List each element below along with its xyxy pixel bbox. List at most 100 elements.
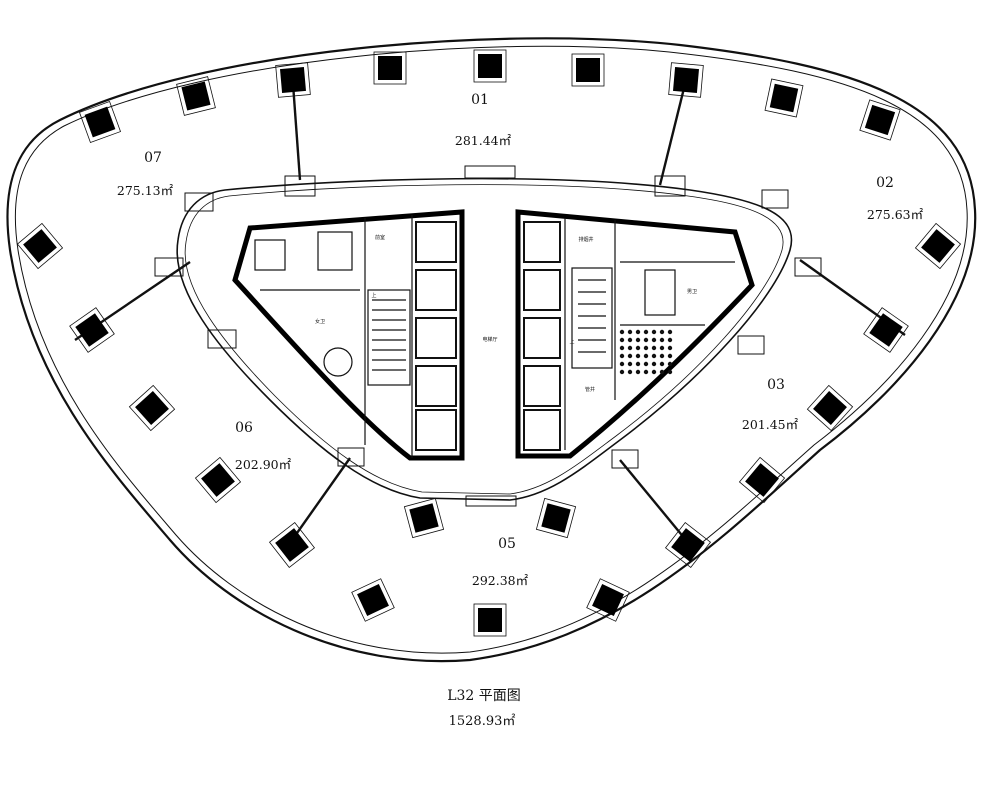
floor-dot-4: [643, 329, 649, 335]
unit-07-area: 275.13㎡: [116, 183, 174, 198]
unit-02-area: 275.63㎡: [866, 207, 924, 222]
column-frame-20: [351, 578, 395, 622]
floor-dot-41: [659, 369, 665, 375]
floor-dot-22: [619, 353, 625, 359]
floor-dot-28: [667, 353, 673, 359]
floor-dot-21: [667, 345, 673, 351]
toilet-dots: [619, 329, 673, 375]
floor-dot-36: [619, 369, 625, 375]
core-room-right-mid: 管井: [584, 387, 596, 393]
unit-05-id: 05: [498, 536, 516, 552]
floor-dot-42: [667, 369, 673, 375]
column-frame-7: [668, 62, 704, 98]
unit-02-id: 02: [876, 175, 894, 191]
floor-dot-33: [651, 361, 657, 367]
floor-dot-32: [643, 361, 649, 367]
floor-dot-15: [619, 345, 625, 351]
column-8: [769, 83, 799, 113]
unit-03-id: 03: [767, 377, 785, 393]
column-24: [541, 503, 571, 533]
floor-dot-7: [667, 329, 673, 335]
floor-dot-2: [627, 329, 633, 335]
floor-dot-31: [635, 361, 641, 367]
floor-dot-34: [659, 361, 665, 367]
floor-dot-20: [659, 345, 665, 351]
floor-dot-38: [635, 369, 641, 375]
core-stair-up-left: 上: [371, 293, 377, 299]
core-right-partitions: [523, 218, 735, 451]
column-frame-16: [194, 456, 242, 504]
floor-dot-3: [635, 329, 641, 335]
column-23: [409, 503, 439, 533]
core-left-partitions: [254, 215, 457, 458]
unit-06-area: 202.90㎡: [234, 457, 292, 472]
core-left: [232, 209, 465, 461]
core-toilet-left: 女卫: [314, 319, 326, 325]
unit-03-area: 201.45㎡: [741, 417, 799, 432]
floor-dot-18: [643, 345, 649, 351]
column-frame-15: [806, 384, 854, 432]
column-frame-22: [473, 603, 507, 637]
floor-dot-14: [667, 337, 673, 343]
column-12: [75, 313, 109, 347]
column-2: [181, 81, 211, 111]
floor-dot-26: [651, 353, 657, 359]
floor-dot-13: [659, 337, 665, 343]
floor-dot-30: [627, 361, 633, 367]
core-room-left-top: 前室: [374, 235, 386, 241]
column-19: [671, 528, 705, 562]
column-7: [672, 66, 700, 94]
floor-dot-17: [635, 345, 641, 351]
column-frame-1: [78, 100, 122, 144]
core-room-right-top: 排烟井: [578, 237, 594, 243]
column-3: [279, 66, 307, 94]
floor-dot-35: [667, 361, 673, 367]
column-11: [921, 229, 955, 263]
column-frame-24: [535, 497, 577, 539]
floor-dot-19: [651, 345, 657, 351]
floor-dot-37: [627, 369, 633, 375]
floor-dot-25: [643, 353, 649, 359]
column-13: [869, 313, 903, 347]
column-22: [478, 608, 502, 632]
column-5: [478, 54, 502, 78]
unit-05-area: 292.38㎡: [471, 573, 529, 588]
column-frame-9: [859, 99, 901, 141]
column-21: [592, 584, 624, 616]
column-frame-17: [738, 456, 786, 504]
floor-dot-6: [659, 329, 665, 335]
column-frame-19: [664, 521, 712, 569]
floor-dot-12: [651, 337, 657, 343]
plan-total-area: 1528.93㎡: [448, 714, 516, 729]
column-frame-10: [16, 222, 64, 270]
floor-dot-16: [627, 345, 633, 351]
core-corridor-label: 电梯厅: [482, 337, 498, 343]
column-10: [23, 229, 57, 263]
floor-dot-8: [619, 337, 625, 343]
column-15: [813, 391, 847, 425]
column-frame-3: [275, 62, 311, 98]
floor-dot-24: [635, 353, 641, 359]
column-frame-6: [571, 53, 605, 87]
floor-dot-11: [643, 337, 649, 343]
core-stair-up-right: 上: [569, 339, 575, 345]
column-frame-2: [176, 76, 216, 116]
floor-dot-29: [619, 361, 625, 367]
column-20: [357, 584, 389, 616]
columns: [16, 49, 962, 637]
floor-dot-5: [651, 329, 657, 335]
floor-dot-27: [659, 353, 665, 359]
floor-dot-23: [627, 353, 633, 359]
column-14: [135, 391, 169, 425]
column-frame-11: [914, 222, 962, 270]
corridor-outer: [176, 177, 793, 501]
plan-title: L32 平面图: [447, 688, 521, 704]
core-toilet-right: 男卫: [686, 289, 698, 295]
column-frame-12: [69, 307, 115, 353]
core-right: [515, 209, 755, 459]
unit-01-id: 01: [471, 92, 489, 108]
unit-07-id: 07: [144, 150, 162, 166]
floor-dot-10: [635, 337, 641, 343]
column-6: [576, 58, 600, 82]
